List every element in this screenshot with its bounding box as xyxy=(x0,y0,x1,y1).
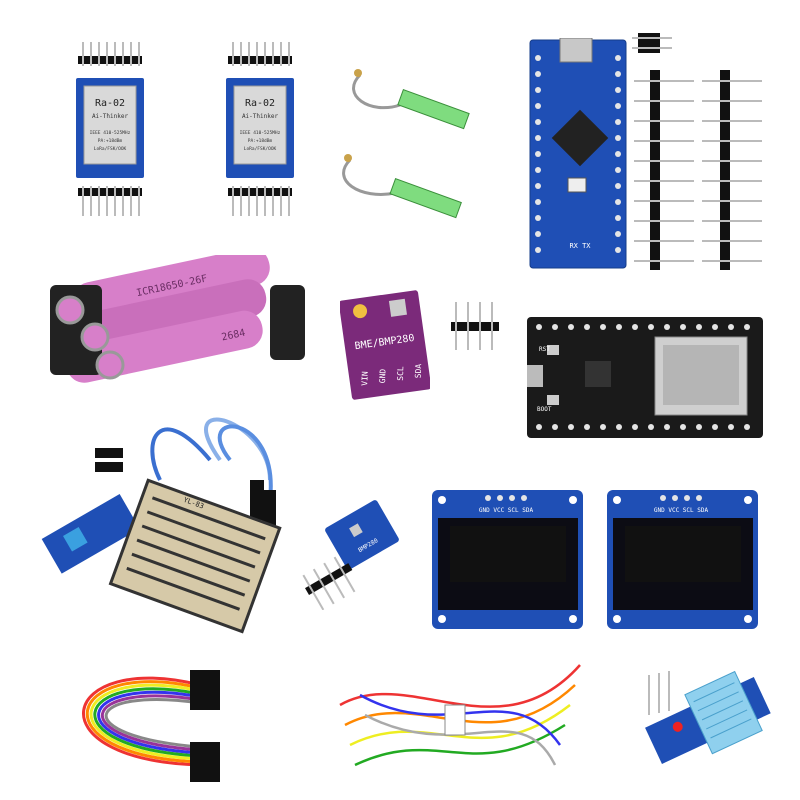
pin-header-short xyxy=(451,302,499,350)
antenna-pair xyxy=(342,69,470,219)
pin-label: GND xyxy=(378,368,388,383)
nano-label: RX TX xyxy=(569,242,591,250)
oled-pins: GND VCC SCL SDA xyxy=(654,507,709,514)
lora-spec: IEEE 410-525MHz xyxy=(90,130,131,136)
pin-label: SCL xyxy=(396,366,406,381)
lora-chip-label: Ra-02 xyxy=(95,98,125,109)
lora-spec: LoRa/FSK/OOK xyxy=(94,146,127,152)
lora-brand: Ai-Thinker xyxy=(92,113,129,120)
pin-header-top xyxy=(78,42,142,66)
oled-display-2: GND VCC SCL SDA xyxy=(607,490,758,629)
jumper-wire-bundle xyxy=(339,664,581,767)
boot-label: BOOT xyxy=(537,406,552,413)
dht11-sensor xyxy=(645,670,771,764)
pin-label: VIN xyxy=(360,371,370,386)
lora-spec: LoRa/FSK/OOK xyxy=(244,146,277,152)
lora-chip-label: Ra-02 xyxy=(245,98,275,109)
cell-label-2: 2684 xyxy=(221,328,247,344)
rst-label: RST xyxy=(539,346,550,353)
lora-brand: Ai-Thinker xyxy=(242,113,279,120)
arduino-nano: RX TX xyxy=(529,38,627,269)
pin-headers-long xyxy=(632,33,762,270)
oled-display-1: GND VCC SCL SDA xyxy=(432,490,583,629)
oled-pins: GND VCC SCL SDA xyxy=(479,507,534,514)
pin-header-bottom xyxy=(78,186,142,216)
pin-label: SDA xyxy=(414,363,424,378)
lora-spec: PA:+18dBm xyxy=(248,138,273,144)
esp32-devkit: RST BOOT xyxy=(527,317,763,438)
battery-pack: ICR18650-26F 2684 xyxy=(50,255,305,383)
rain-sensor-kit: YL-83 xyxy=(41,417,282,634)
lora-module-1: Ra-02 Ai-Thinker IEEE 410-525MHz PA:+18d… xyxy=(76,42,144,216)
lora-spec: IEEE 410-525MHz xyxy=(240,130,281,136)
bmp280-small: BMP280 xyxy=(302,500,399,610)
dupont-ribbon-cable xyxy=(81,670,220,782)
bme280-module: BME/BMP280 VIN GND SCL SDA xyxy=(340,290,430,400)
lora-module-2: Ra-02 Ai-Thinker IEEE 410-525MHz PA:+18d… xyxy=(226,42,294,216)
lora-spec: PA:+18dBm xyxy=(98,138,123,144)
